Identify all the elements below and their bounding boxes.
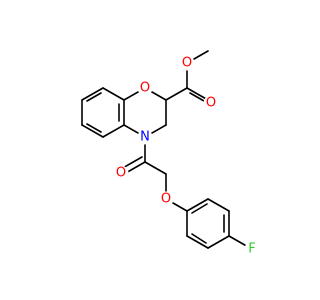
atom-label-amide-oxygen: O <box>113 165 129 181</box>
bond-double-inner <box>191 233 207 244</box>
bond <box>81 124 104 138</box>
bond <box>144 161 167 175</box>
atom-label-ring-oxygen: O <box>137 80 153 96</box>
bond <box>186 198 209 212</box>
amide-oxygen-label: O <box>116 166 126 181</box>
bond-double-inner <box>86 123 102 133</box>
bond <box>102 87 125 101</box>
atom-label-ester-ether-oxygen: O <box>179 55 195 71</box>
bond <box>165 87 188 101</box>
bond-double-inner <box>86 92 102 102</box>
atom-label-ether-oxygen: O <box>158 191 174 207</box>
benzene-ring <box>81 87 125 138</box>
ring-nitrogen-label: N <box>140 130 150 145</box>
acyl-chain <box>120 136 188 212</box>
atom-label-ester-carbonyl-oxygen: O <box>203 95 219 111</box>
fluorophenyl-ring <box>186 198 251 249</box>
bond <box>186 235 209 249</box>
ester-carbonyl-oxygen-label: O <box>206 96 216 111</box>
atom-label-ring-nitrogen: N <box>137 129 153 145</box>
atom-label-fluorine: F <box>244 241 260 257</box>
ester-ether-oxygen-label: O <box>182 56 192 71</box>
bond <box>81 87 104 101</box>
bond <box>207 235 230 249</box>
bond <box>102 124 125 138</box>
bond <box>186 87 209 101</box>
ring-oxygen-label: O <box>140 81 150 96</box>
bond-double-inner <box>191 203 208 214</box>
structure-canvas: O N O O O O F <box>81 50 260 257</box>
molecule-structure-diagram: O N O O O O F <box>81 50 260 257</box>
bond <box>207 198 230 212</box>
ether-oxygen-label: O <box>161 192 171 207</box>
fluorine-label: F <box>248 242 255 257</box>
